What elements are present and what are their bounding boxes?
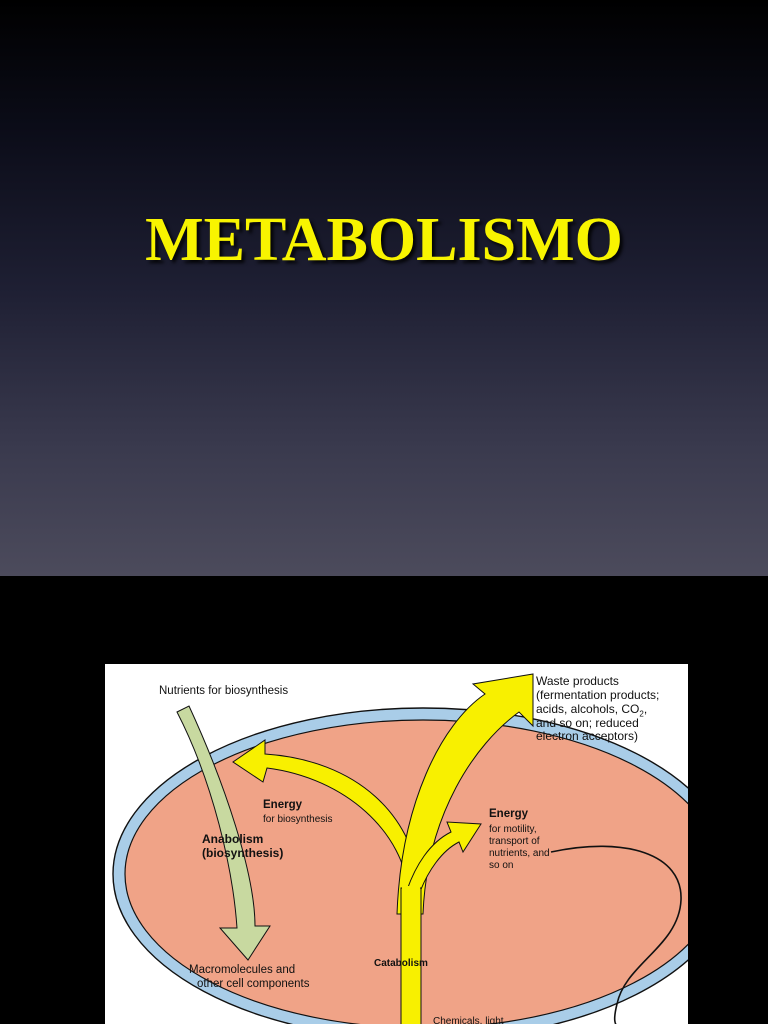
energy-biosynthesis-title: Energy	[263, 799, 302, 811]
macromolecules-line-2: other cell components	[197, 978, 310, 990]
flagellum	[550, 845, 682, 1024]
anabolism-arrow	[176, 705, 271, 961]
energy-motility-line-3: nutrients, and	[489, 848, 550, 859]
energy-biosynthesis-arrow	[232, 739, 422, 897]
co2-subscript: 2	[639, 709, 644, 719]
waste-line-2: (fermentation products;	[536, 688, 660, 702]
waste-line-3-text: acids, alcohols, CO	[536, 702, 640, 716]
anabolism-label-line-1: Anabolism	[202, 832, 264, 846]
macromolecules-line-1: Macromolecules and	[189, 964, 296, 976]
catabolism-label: Catabolism	[374, 958, 428, 969]
waste-line-1: Waste products	[536, 674, 619, 688]
metabolism-diagram: Nutrients for biosynthesis Waste product…	[105, 664, 688, 1024]
waste-line-3: acids, alcohols, CO2,	[536, 702, 647, 721]
energy-motility-line-2: transport of	[489, 836, 540, 847]
waste-line-3-suffix: ,	[643, 702, 648, 716]
nutrients-label: Nutrients for biosynthesis	[159, 685, 289, 697]
waste-line-4: and so on; reduced	[536, 716, 639, 730]
metabolism-diagram-graphic	[112, 673, 688, 1024]
energy-motility-line-1: for motility,	[489, 824, 537, 835]
anabolism-label-line-2: (biosynthesis)	[202, 846, 284, 860]
energy-motility-arrow	[404, 821, 482, 901]
chemicals-light-label: Chemicals, light	[433, 1016, 504, 1024]
waste-line-5: electron acceptors)	[536, 729, 639, 743]
energy-motility-title: Energy	[489, 808, 528, 820]
slide-title: METABOLISMO	[145, 206, 623, 274]
catabolism-stem	[400, 887, 422, 1024]
energy-motility-line-4: so on	[489, 860, 514, 871]
energy-biosynthesis-subtitle: for biosynthesis	[263, 814, 333, 825]
diagram-slide: Nutrients for biosynthesis Waste product…	[0, 576, 768, 1024]
title-slide: METABOLISMO	[0, 0, 768, 576]
